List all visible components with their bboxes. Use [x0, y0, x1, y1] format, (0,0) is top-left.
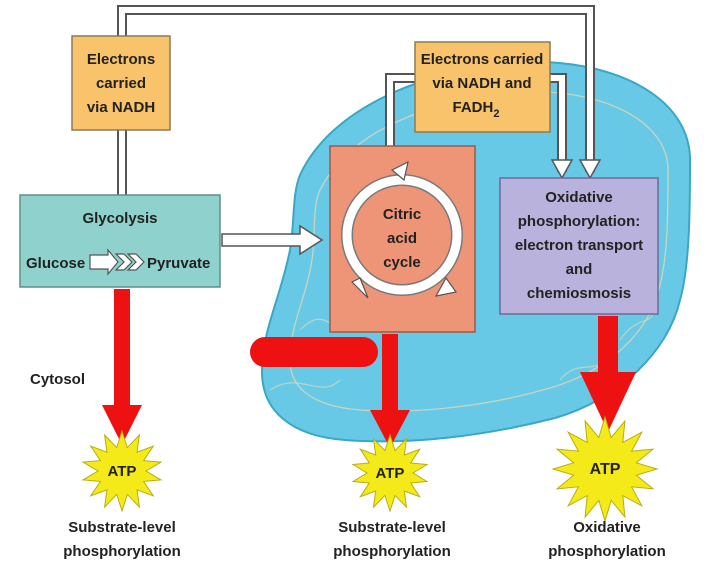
atp-starburst-left: ATP — [81, 429, 163, 513]
oxidative-phosphorylation-box: Oxidative phosphorylation: electron tran… — [499, 177, 659, 315]
nadh-box-line-3: via NADH — [87, 99, 155, 116]
nadh-box-line-2: carried — [96, 75, 146, 92]
nadh-arrowhead — [578, 159, 602, 180]
atp-label-middle: ATP — [376, 465, 405, 482]
redaction-mark — [250, 337, 378, 367]
cycle-ring — [342, 175, 462, 295]
pyruvate-label: Pyruvate — [147, 255, 210, 272]
cycle-arrowhead-left — [350, 277, 369, 299]
oxphos-atp-arrow — [580, 316, 636, 432]
atp-starburst-right: ATP — [551, 415, 659, 523]
citric-line-2: acid — [387, 230, 417, 247]
oxphos-line-5: chemiosmosis — [527, 285, 631, 302]
cycle-arrowhead-top — [390, 160, 409, 182]
glycolysis-box: Glycolysis Glucose Pyruvate — [19, 194, 221, 288]
glycolysis-chevron-arrows — [89, 248, 145, 276]
nadh-fadh-box-line-1: Electrons carried — [421, 51, 544, 68]
atp-label-right: ATP — [590, 461, 621, 478]
citric-atp-arrow — [370, 334, 410, 448]
caption-left-line-1: Substrate-level — [68, 519, 176, 536]
caption-middle-line-1: Substrate-level — [338, 519, 446, 536]
caption-middle: Substrate-level phosphorylation — [333, 519, 451, 560]
glycolysis-atp-arrow — [102, 289, 142, 445]
citric-acid-cycle-box: Citric acid cycle — [329, 145, 476, 333]
pyruvate-transfer-arrow — [221, 224, 324, 256]
nadh-carrier-box: Electrons carried via NADH — [71, 35, 171, 131]
nadh-fadh-box-line-2: via NADH and — [432, 75, 531, 92]
caption-right: Oxidative phosphorylation — [548, 519, 666, 560]
cycle-arrowhead-right — [434, 276, 458, 297]
atp-yield-arrows — [102, 289, 636, 448]
nadh-box-line-1: Electrons — [87, 51, 155, 68]
caption-left-line-2: phosphorylation — [63, 543, 181, 560]
caption-right-line-1: Oxidative — [573, 519, 641, 536]
caption-left: Substrate-level phosphorylation — [63, 519, 181, 560]
glycolysis-title: Glycolysis — [82, 210, 157, 227]
nadh-fadh-box-line-3: FADH2 — [453, 99, 500, 120]
oxphos-line-3: electron transport — [515, 237, 643, 254]
atp-starburst-middle: ATP — [351, 433, 429, 513]
atp-label-left: ATP — [108, 463, 137, 480]
citric-line-3: cycle — [383, 254, 421, 271]
caption-middle-line-2: phosphorylation — [333, 543, 451, 560]
cytosol-label: Cytosol — [30, 371, 85, 388]
oxphos-line-2: phosphorylation: — [518, 213, 641, 230]
pyruvate-to-citric-arrow — [221, 224, 324, 256]
nadh-fadh-arrowhead — [550, 159, 574, 180]
nadh-fadh-carrier-box: Electrons carried via NADH and FADH2 — [414, 41, 551, 133]
oxphos-line-4: and — [566, 261, 593, 278]
glucose-label: Glucose — [26, 255, 85, 272]
citric-line-1: Citric — [383, 206, 421, 223]
oxphos-line-1: Oxidative — [545, 189, 613, 206]
caption-right-line-2: phosphorylation — [548, 543, 666, 560]
